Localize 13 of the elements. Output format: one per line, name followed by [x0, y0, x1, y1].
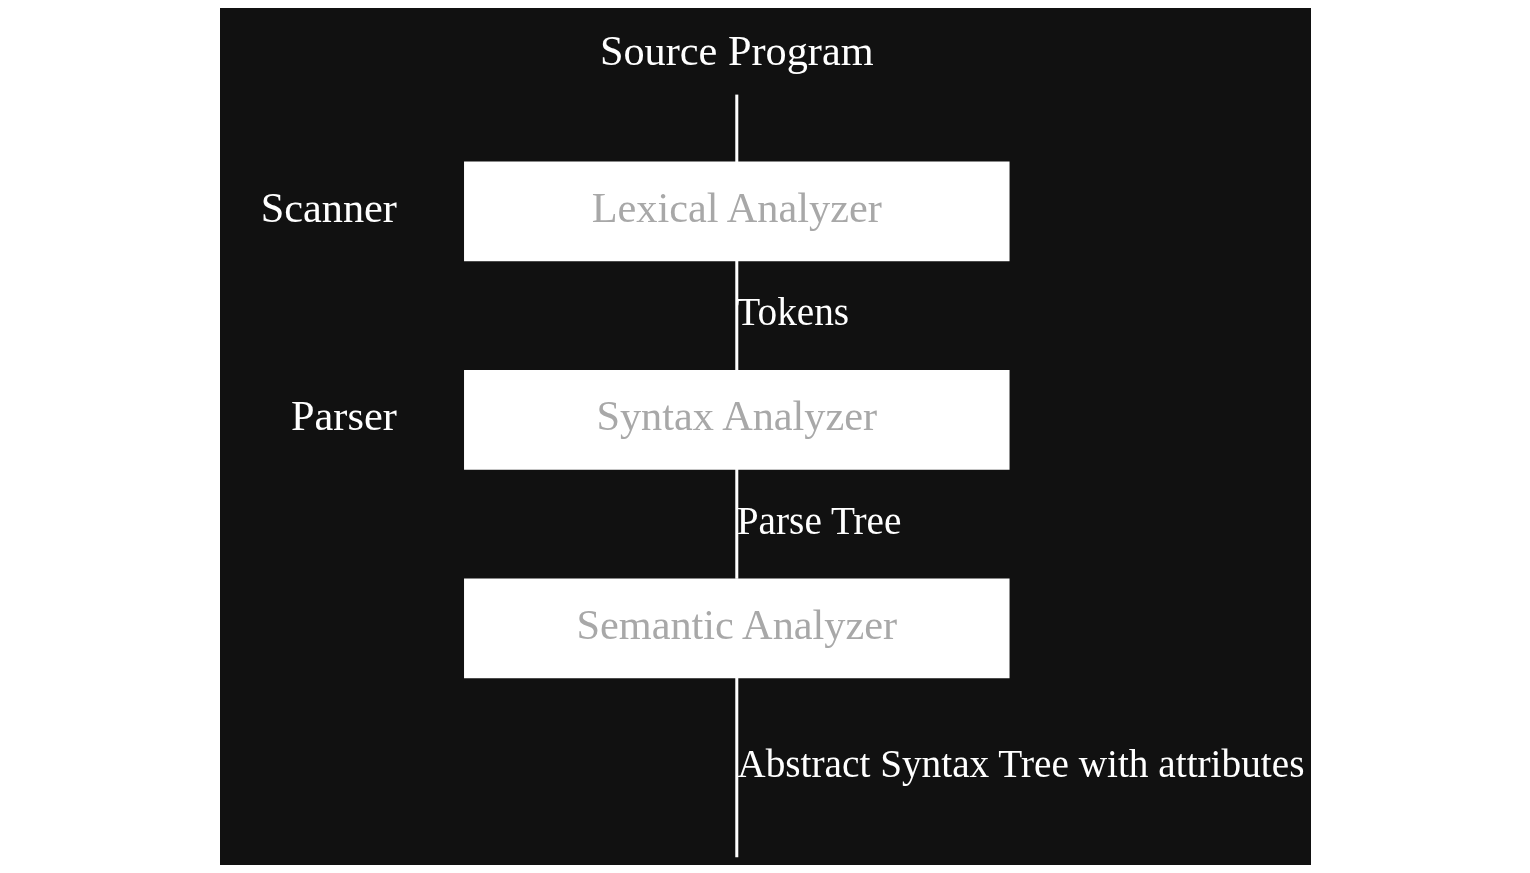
edge-label: Parse Tree: [736, 498, 901, 542]
node-box: Lexical Analyzer: [463, 161, 1010, 262]
node-box: Syntax Analyzer: [463, 370, 1010, 470]
connector: [734, 260, 738, 371]
edge-label: Abstract Syntax Tree with attributes: [736, 741, 1304, 785]
connector: [734, 469, 738, 579]
node-box: Semantic Analyzer: [463, 578, 1010, 679]
connector: [734, 94, 738, 163]
node-text: Source Program: [599, 26, 874, 74]
connector: [734, 677, 738, 858]
edge-label: Tokens: [735, 290, 849, 334]
node-label: Parser: [290, 392, 397, 440]
node-label: Scanner: [260, 183, 397, 231]
